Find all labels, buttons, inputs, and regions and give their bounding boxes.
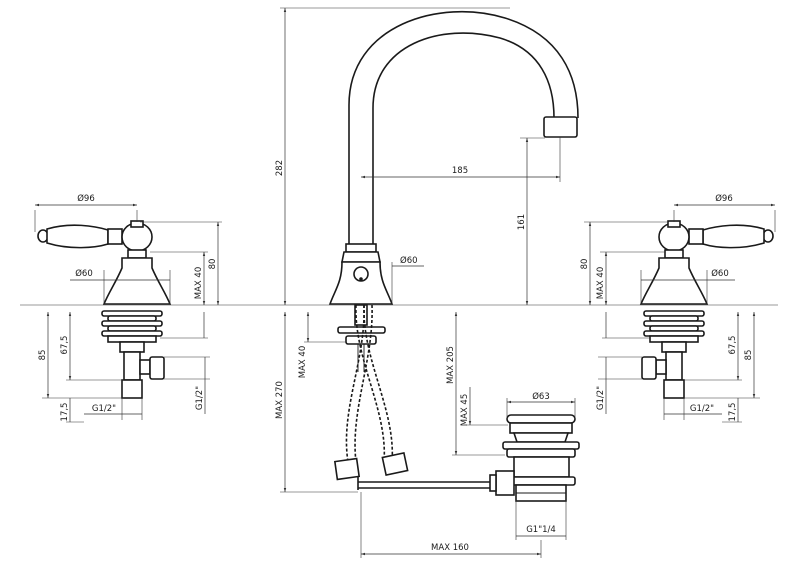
- dim-max-40-center: MAX 40: [298, 346, 308, 379]
- right-dim-thread-side: G1/2": [596, 386, 606, 410]
- dim-spout-height: 282: [275, 160, 285, 176]
- right-valve: [639, 220, 774, 399]
- left-dim-height-67-5: 67,5: [60, 336, 70, 355]
- left-dim-max-40: MAX 40: [194, 267, 204, 300]
- right-dim-height-80: 80: [580, 259, 590, 270]
- right-dim-height-17-5: 17,5: [728, 403, 738, 422]
- left-valve: [37, 220, 172, 399]
- spout-inner: [372, 32, 555, 245]
- left-lever-handle: [46, 224, 109, 249]
- left-dim-handle-diameter: Ø96: [77, 193, 95, 204]
- right-lever-handle: [702, 224, 765, 249]
- right-dim-handle-diameter: Ø96: [715, 193, 733, 204]
- waste-assembly: [489, 414, 580, 502]
- dim-body-diameter: Ø60: [400, 255, 418, 266]
- right-dim-max-40: MAX 40: [596, 267, 606, 300]
- right-dim-thread-bottom: G1/2": [690, 404, 714, 414]
- dim-waste-thread: G1"1/4: [526, 525, 556, 535]
- left-dim-body-diameter: Ø60: [75, 268, 93, 279]
- right-dim-height-85: 85: [744, 350, 754, 361]
- left-dim-thread-bottom: G1/2": [92, 404, 116, 414]
- dim-max-270: MAX 270: [275, 381, 285, 419]
- left-dim-height-80: 80: [208, 259, 218, 270]
- dim-waste-diameter: Ø63: [532, 391, 550, 402]
- right-dim-body-diameter: Ø60: [711, 268, 729, 279]
- hose-nut-right: [381, 451, 409, 477]
- dim-spout-reach: 185: [452, 166, 468, 176]
- dim-max-205: MAX 205: [446, 346, 456, 384]
- dim-max-45: MAX 45: [460, 394, 470, 427]
- left-dim-thread-side: G1/2": [195, 386, 205, 410]
- spout-outlet: [543, 116, 578, 138]
- left-dim-height-17-5: 17,5: [60, 403, 70, 422]
- supply-hoses: [333, 304, 409, 481]
- dim-outlet-height: 161: [517, 214, 527, 230]
- spout-assembly: [328, 10, 579, 372]
- dim-max-160: MAX 160: [431, 543, 469, 553]
- right-dim-height-67-5: 67,5: [728, 336, 738, 355]
- spout-outer: [348, 10, 579, 245]
- hose-nut-left: [333, 457, 361, 481]
- spout-base-knob: [353, 266, 369, 282]
- left-dim-height-85: 85: [38, 350, 48, 361]
